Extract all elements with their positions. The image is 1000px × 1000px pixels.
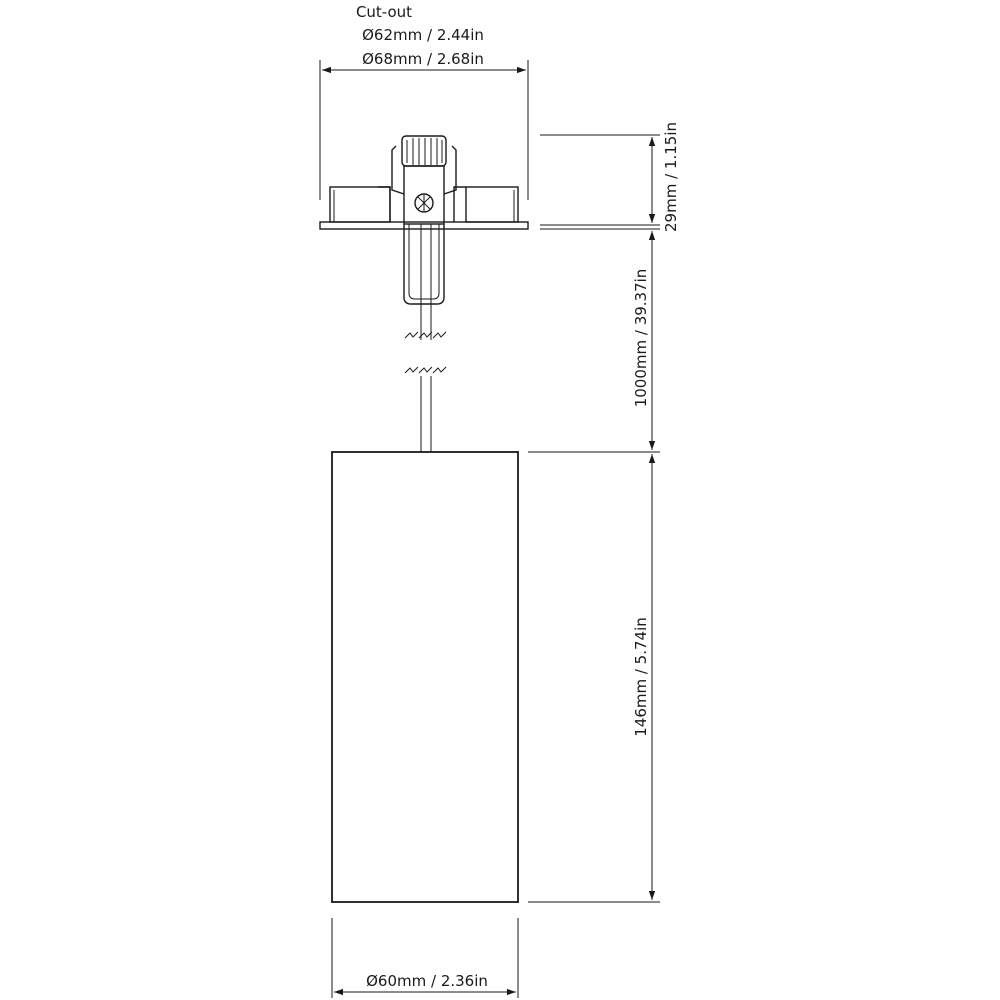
body-height-dimension: 146mm / 5.74in <box>632 454 656 900</box>
right-dimension-extensions <box>528 134 660 903</box>
cutout-title: Cut-out <box>356 3 412 21</box>
body-diameter-label: Ø60mm / 2.36in <box>366 972 488 990</box>
cable <box>404 224 447 452</box>
trim-height-dimension: 29mm / 1.15in <box>648 122 680 232</box>
flange-diameter-label: Ø68mm / 2.68in <box>362 50 484 68</box>
trim-height-label: 29mm / 1.15in <box>662 122 680 232</box>
cable-length-dimension: 1000mm / 39.37in <box>632 231 656 450</box>
cutout-diameter-label: Ø62mm / 2.44in <box>362 26 484 44</box>
recessed-trim-housing <box>319 186 529 230</box>
spring-clip <box>391 135 457 305</box>
cable-length-label: 1000mm / 39.37in <box>632 269 650 408</box>
body-diameter-dimension: Ø60mm / 2.36in <box>331 918 519 998</box>
pendant-body <box>331 451 519 903</box>
body-height-label: 146mm / 5.74in <box>632 617 650 737</box>
flange-diameter-dimension <box>319 60 529 200</box>
